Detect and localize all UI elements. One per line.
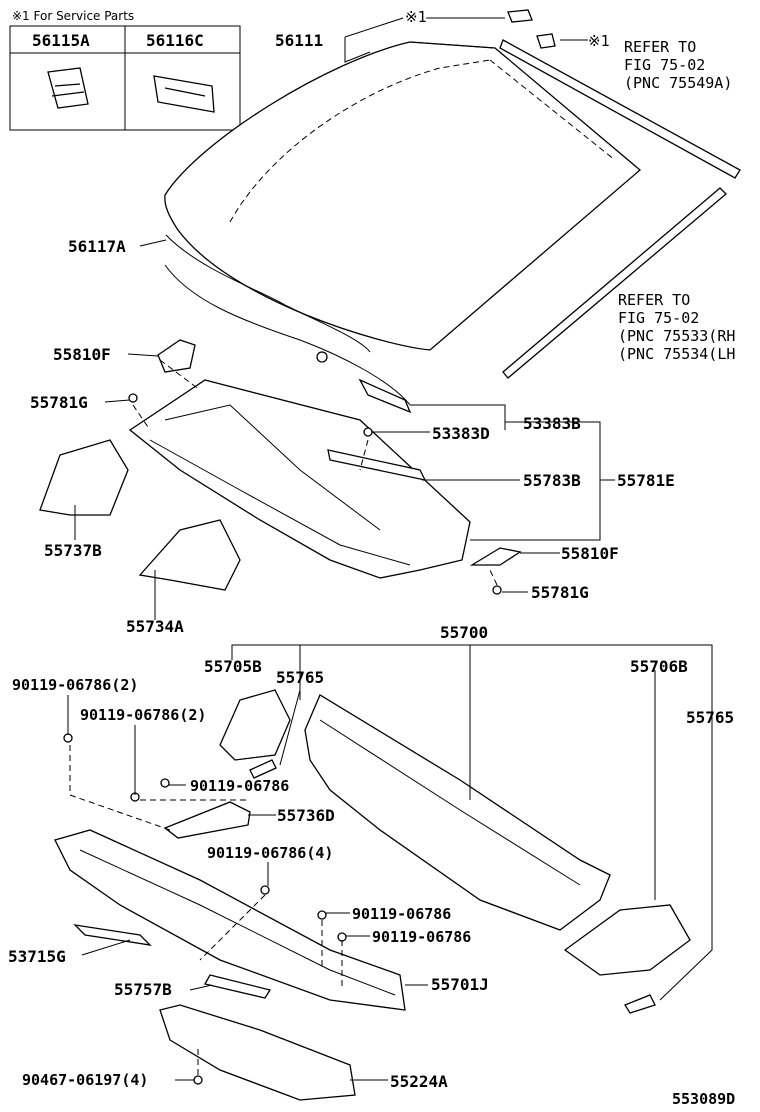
part-label: 90119-06786 (372, 928, 471, 946)
refer-note-lower: REFER TO FIG 75-02 (PNC 75533(RH (PNC 75… (618, 291, 735, 363)
part-label: 53383B (523, 414, 581, 433)
diagram-id: 553089D (672, 1090, 735, 1108)
refer-upper-line2: FIG 75-02 (624, 56, 705, 74)
part-label: 90119-06786(2) (12, 676, 138, 694)
part-label: 55781G (30, 393, 88, 412)
service-part-label-2: 56116C (146, 31, 204, 50)
part-label: 55734A (126, 617, 184, 636)
part-label: 55810F (561, 544, 619, 563)
part-label: 55700 (440, 623, 488, 642)
pad-55757B (204, 974, 272, 999)
leader-lines (67, 17, 713, 1081)
seal-53715G (73, 924, 152, 946)
service-part-label-1: 56115A (32, 31, 90, 50)
clip-56115A-icon (47, 67, 89, 109)
cowl-panel-55700 (219, 689, 691, 1014)
part-label: 55706B (630, 657, 688, 676)
refer-note-upper: REFER TO FIG 75-02 (PNC 75549A) (624, 38, 732, 92)
part-label: 53715G (8, 947, 66, 966)
upper-moulding (499, 33, 741, 179)
cowl-panel-55701J (54, 829, 406, 1011)
part-label: 55781G (531, 583, 589, 602)
refer-lower-line1: REFER TO (618, 291, 690, 309)
part-label: 56111 (275, 31, 323, 50)
mark-1: ※1 (405, 8, 427, 26)
bracket-55810F-lower (469, 547, 522, 566)
service-parts-box: ※1 For Service Parts 56115A 56116C (9, 9, 241, 131)
weatherstrip-56117A (164, 234, 411, 406)
part-label: 90119-06786 (190, 777, 289, 795)
part-label: 55765 (686, 708, 734, 727)
side-moulding (502, 187, 727, 379)
seal-55734A (138, 519, 241, 591)
part-label: 55736D (277, 806, 335, 825)
bracket-55705B (219, 689, 291, 761)
part-label: 55781E (617, 471, 675, 490)
windshield-glass (164, 41, 642, 351)
refer-lower-line4: (PNC 75534(LH (618, 345, 735, 363)
part-label: 55705B (204, 657, 262, 676)
refer-upper-line3: (PNC 75549A) (624, 74, 732, 92)
mark-2: ※1 (588, 32, 610, 50)
seal-53383B (358, 378, 412, 414)
part-labels: 56111 56117A 55810F 55781G 53383B 53383D… (8, 31, 734, 1091)
bracket-55706B (563, 904, 691, 976)
part-label: 55765 (276, 668, 324, 687)
service-note: ※1 For Service Parts (12, 9, 134, 23)
seal-55737B (39, 439, 129, 516)
clip-56116C-icon (153, 75, 215, 113)
refer-lower-line2: FIG 75-02 (618, 309, 699, 327)
part-label: 55737B (44, 541, 102, 560)
pad-55765-b (624, 994, 656, 1014)
part-label: 90119-06786(4) (207, 844, 333, 862)
top-clip (507, 9, 533, 23)
part-label: 90119-06786(2) (80, 706, 206, 724)
part-label: 55757B (114, 980, 172, 999)
part-label: 55810F (53, 345, 111, 364)
part-label: 90119-06786 (352, 905, 451, 923)
refer-lower-line3: (PNC 75533(RH (618, 327, 735, 345)
part-label: 55224A (390, 1072, 448, 1091)
part-label: 55783B (523, 471, 581, 490)
bracket-55736D (163, 801, 251, 839)
clip-icon (536, 33, 556, 49)
refer-upper-line1: REFER TO (624, 38, 696, 56)
part-label: 55701J (431, 975, 489, 994)
pad-55765-a (249, 759, 277, 779)
part-label: 53383D (432, 424, 490, 443)
part-label: 90467-06197(4) (22, 1071, 148, 1089)
part-label: 56117A (68, 237, 126, 256)
cowl-top-panel (128, 378, 471, 579)
cover-55224A (159, 1004, 356, 1101)
bracket-55810F-upper (157, 339, 196, 373)
